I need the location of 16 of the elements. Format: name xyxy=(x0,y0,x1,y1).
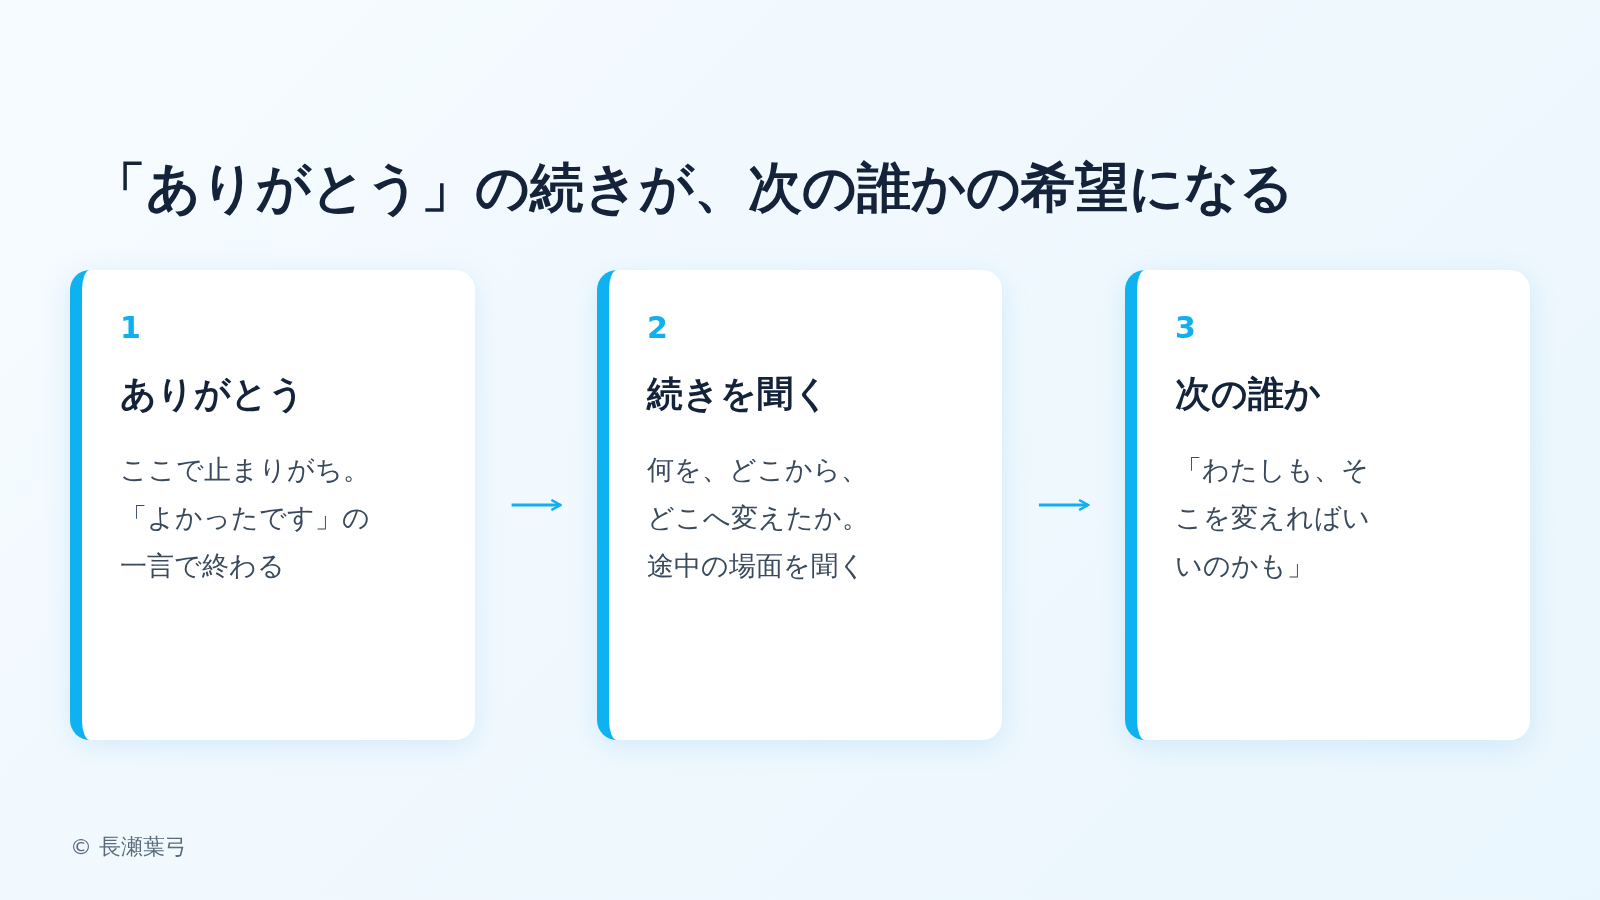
step-card xyxy=(70,270,475,740)
step-number: 2 xyxy=(647,310,668,345)
arrow xyxy=(1038,498,1090,512)
step-text: 「わたしも、そこを変えればいいのかも」 xyxy=(1175,453,1371,583)
title: 「ありがとう」の続きが、次の誰かの希望になる xyxy=(92,155,1294,221)
step-card xyxy=(597,270,1002,740)
arrow xyxy=(511,498,562,512)
copyright-note: © 長瀬葉弓 xyxy=(70,833,187,861)
step-text: ここで止まりがち。「よかったです」の一言で終わる xyxy=(120,453,371,583)
step-heading: ありがとう xyxy=(120,372,305,416)
step-number: 1 xyxy=(120,310,141,345)
step-heading: 次の誰か xyxy=(1175,372,1321,416)
step-text: 何を、どこから、どこへ変えたか。途中の場面を聞く xyxy=(647,453,870,583)
step-card xyxy=(1125,270,1530,740)
step-heading: 続きを聞く xyxy=(647,372,830,416)
step-number: 3 xyxy=(1175,310,1196,345)
